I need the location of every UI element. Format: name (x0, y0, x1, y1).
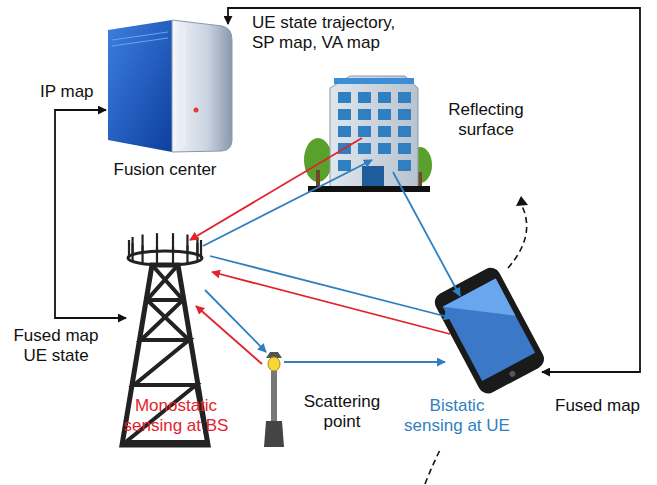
signal-arrow (228, 8, 640, 372)
sensing-node: Bistatic sensing at UE (395, 262, 545, 442)
signal-arrow (55, 110, 126, 318)
street-lamp (264, 352, 284, 447)
signal-arrow (393, 172, 460, 296)
phone-icon (431, 264, 547, 397)
signal-arrow (284, 361, 445, 363)
annotation-label: Fused map (555, 396, 645, 416)
signal-arrow (203, 160, 372, 246)
signal-arrow (212, 272, 450, 334)
signal-arrow (210, 256, 452, 318)
server-icon (108, 20, 232, 152)
node-label: Reflecting surface (436, 100, 536, 139)
ue-trajectory (425, 206, 527, 484)
sensing-node: Scattering point (250, 345, 390, 450)
annotation-label: Fused map UE state (10, 326, 102, 365)
building-icon (304, 76, 432, 192)
signal-arrow (196, 306, 262, 364)
sensing-node: Monostatic sensing at BS (110, 225, 242, 447)
sensing-node: Fusion center (95, 15, 240, 190)
signal-arrow (190, 138, 362, 240)
annotation-label: UE state trajectory, SP map, VA map (252, 13, 422, 52)
node-label: Fusion center (100, 160, 230, 180)
trajectory-head (516, 196, 528, 206)
node-label: Monostatic sensing at BS (114, 396, 238, 435)
node-label: Bistatic sensing at UE (398, 396, 516, 435)
sensing-node: Reflecting surface (300, 70, 550, 195)
node-label: Scattering point (298, 392, 386, 431)
annotation-label: IP map (40, 82, 110, 102)
